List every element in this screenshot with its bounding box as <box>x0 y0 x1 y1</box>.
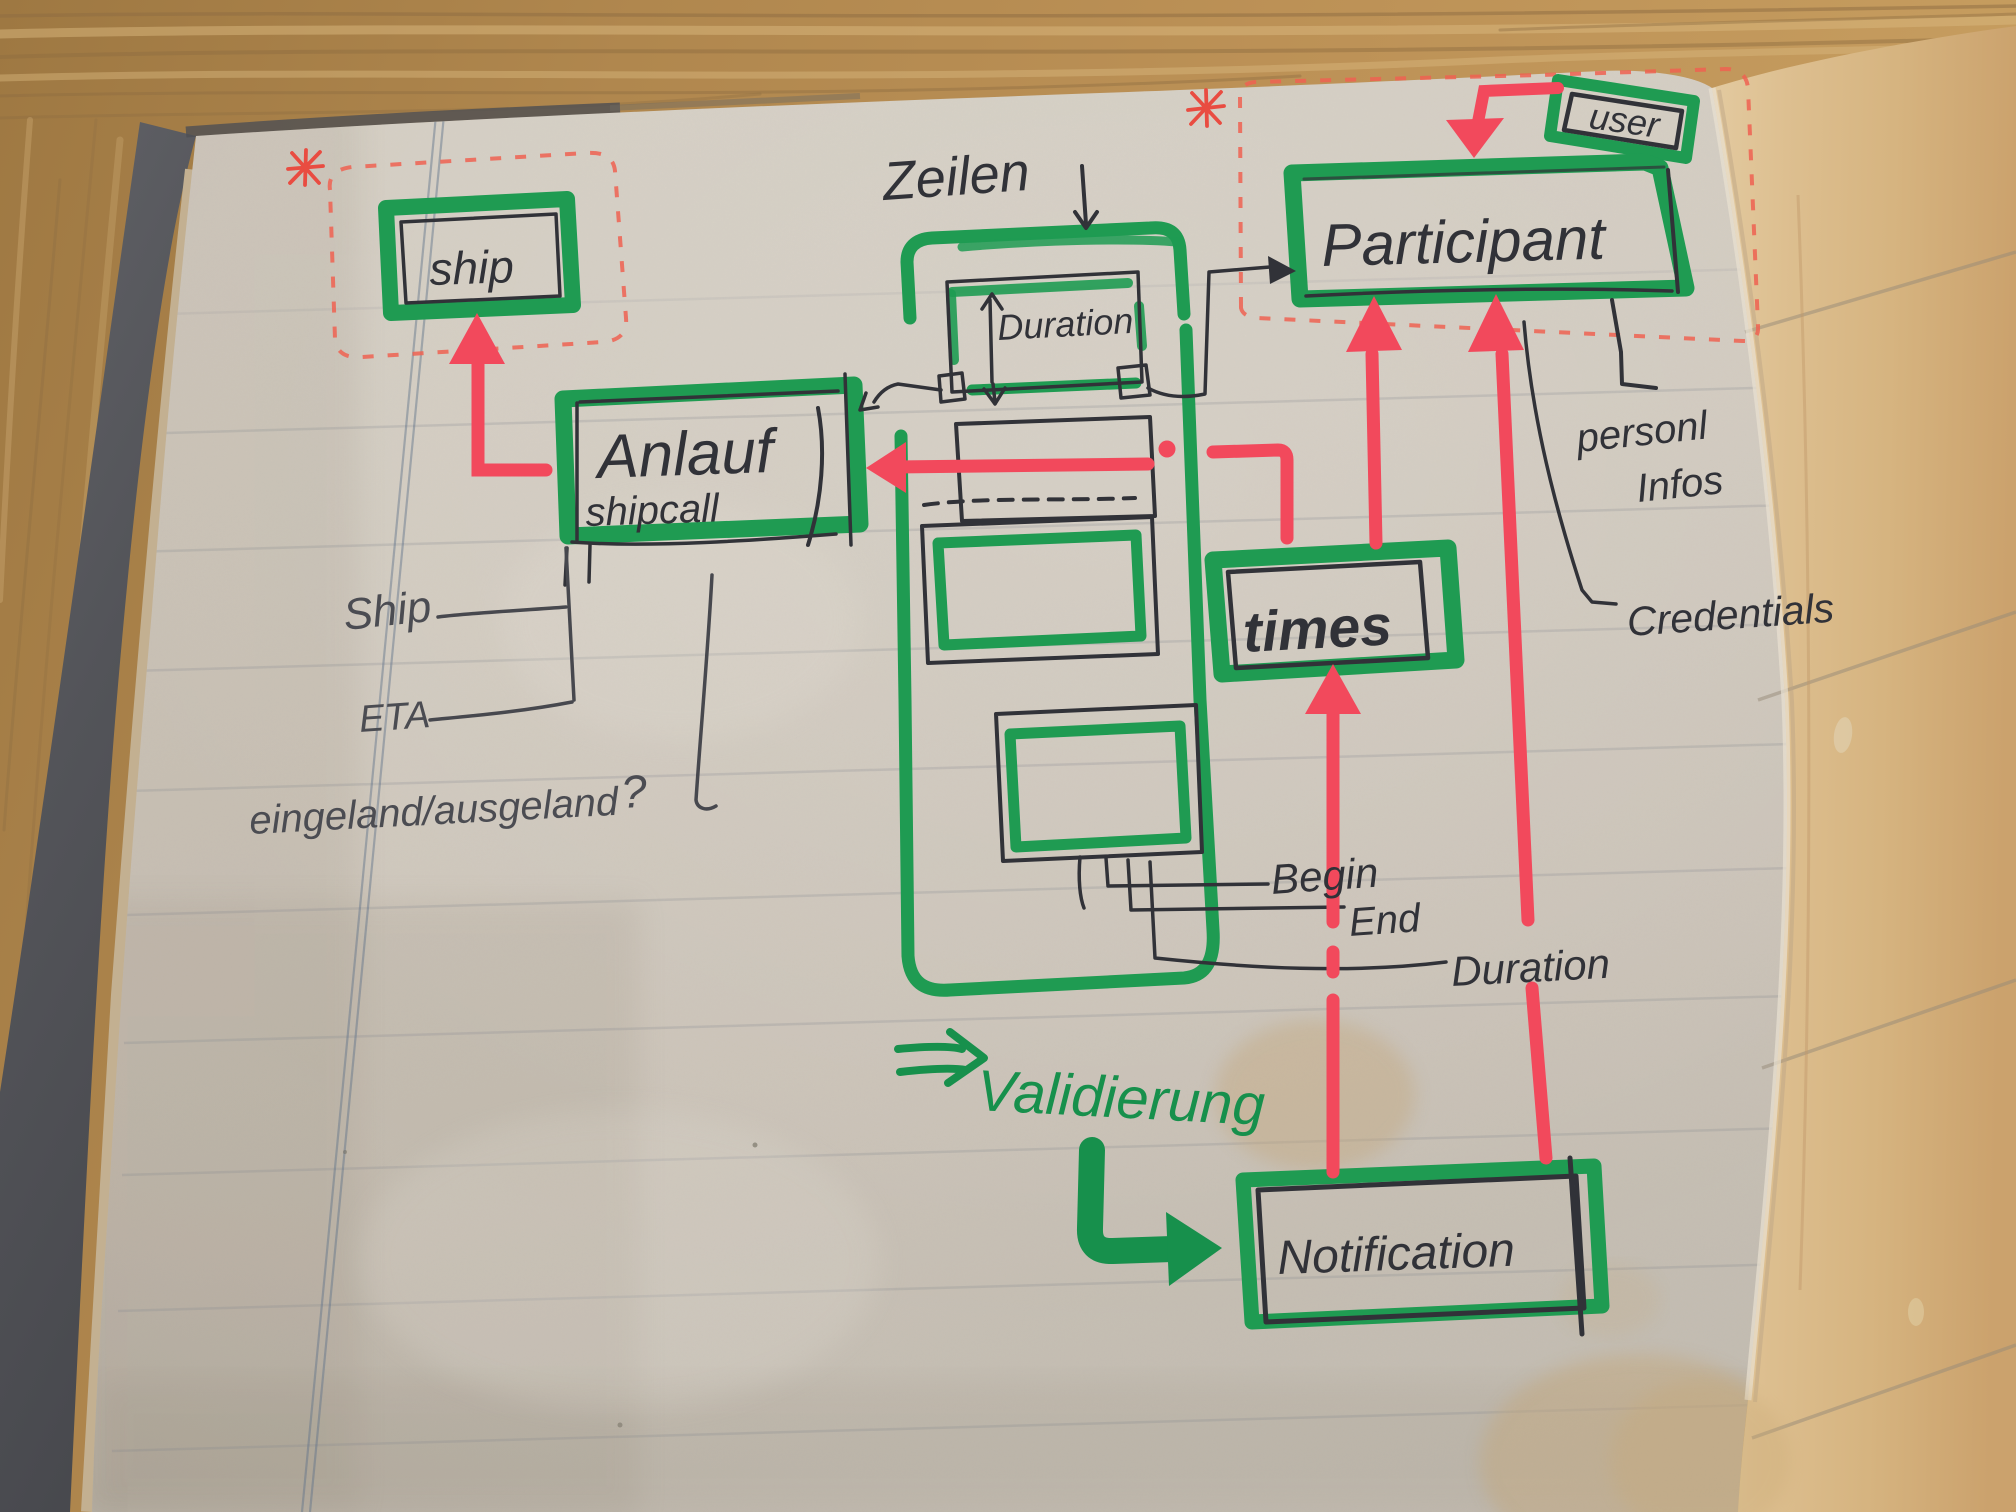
svg-text:Infos: Infos <box>1634 458 1725 511</box>
svg-text:Notification: Notification <box>1277 1224 1516 1285</box>
svg-text:Ship: Ship <box>341 582 434 640</box>
svg-text:ship: ship <box>429 240 515 295</box>
svg-text:Begin: Begin <box>1269 849 1379 903</box>
svg-text:Validierung: Validierung <box>975 1058 1266 1138</box>
svg-text:user: user <box>1587 95 1664 146</box>
svg-text:Duration: Duration <box>996 300 1134 348</box>
svg-text:Duration: Duration <box>1450 940 1611 995</box>
svg-text:shipcall: shipcall <box>585 486 721 535</box>
svg-text:End: End <box>1348 896 1424 945</box>
svg-text:ETA: ETA <box>358 694 432 741</box>
svg-text:?: ? <box>620 765 649 818</box>
svg-text:times: times <box>1241 593 1393 665</box>
svg-text:Participant: Participant <box>1321 205 1608 279</box>
svg-text:Zeilen: Zeilen <box>879 142 1032 212</box>
svg-text:Anlauf: Anlauf <box>592 417 780 492</box>
